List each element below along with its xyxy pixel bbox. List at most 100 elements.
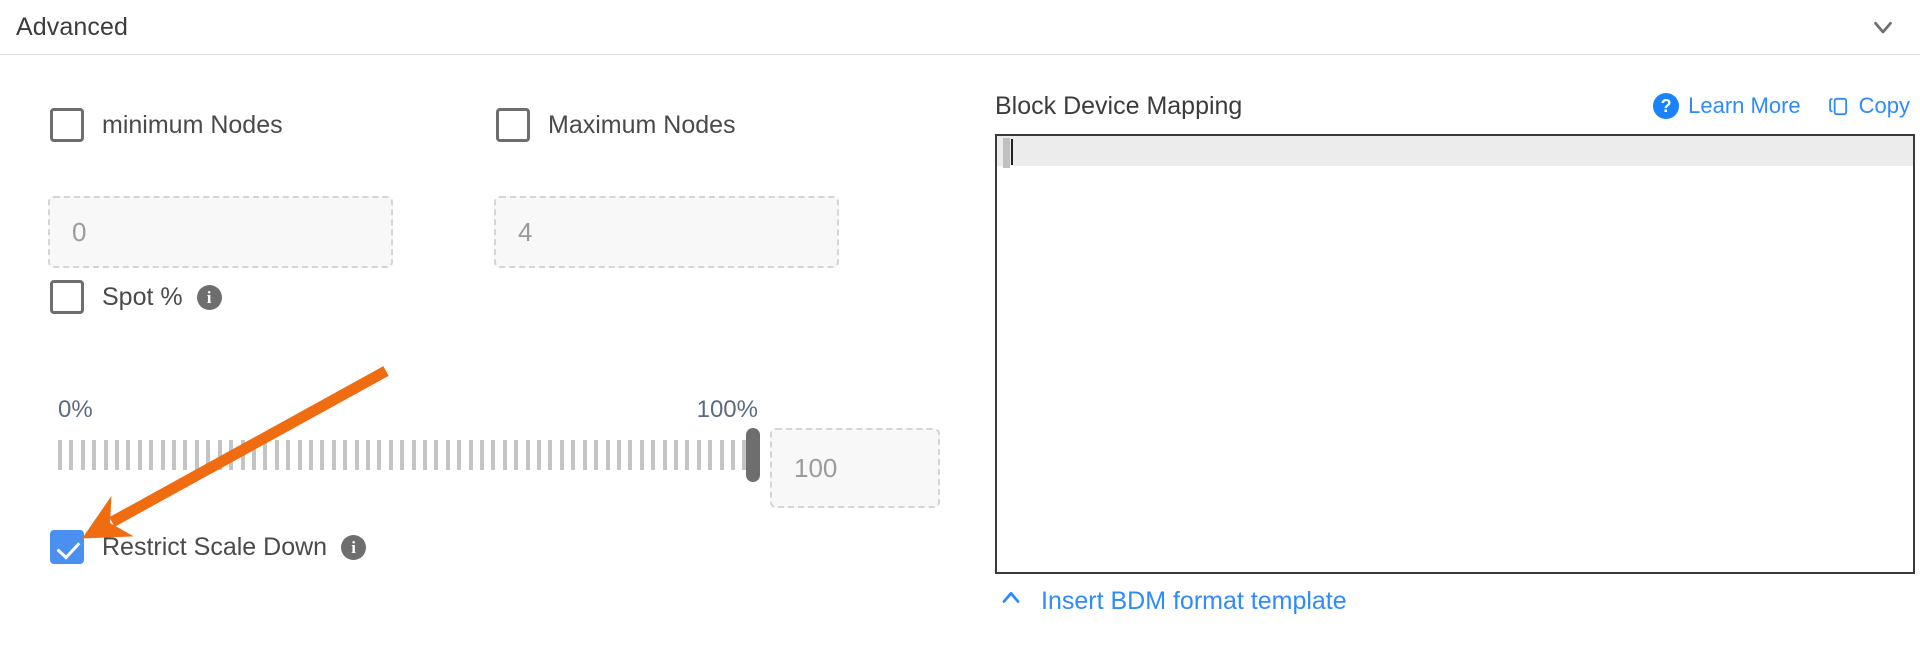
spot-percent-value-input[interactable]: 100 (770, 428, 940, 508)
slider-tick (434, 440, 439, 470)
slider-tick (115, 440, 120, 470)
slider-tick (673, 440, 678, 470)
minimum-nodes-label: minimum Nodes (102, 110, 283, 139)
slider-tick (103, 440, 108, 470)
slider-scale-labels: 0% 100% (58, 396, 758, 423)
slider-tick (708, 440, 713, 470)
learn-more-label: Learn More (1688, 93, 1801, 118)
maximum-nodes-row: Maximum Nodes (496, 108, 736, 142)
slider-tick (149, 440, 154, 470)
slider-tick (229, 440, 234, 470)
slider-tick (616, 440, 621, 470)
slider-tick (320, 440, 325, 470)
block-device-mapping-header: Block Device Mapping ? Learn More (995, 88, 1920, 124)
slider-tick (217, 440, 222, 470)
info-icon[interactable]: i (341, 534, 367, 560)
section-header: Advanced (0, 0, 1920, 55)
minimum-nodes-row: minimum Nodes (50, 108, 283, 142)
page-title: Advanced (16, 12, 128, 41)
slider-tick (137, 440, 142, 470)
restrict-scale-down-row: Restrict Scale Down i (50, 530, 367, 564)
slider-tick (206, 440, 211, 470)
editor-gutter-bar (1003, 138, 1010, 168)
help-question-icon: ? (1653, 93, 1680, 119)
spot-percent-slider-group: 0% 100% (58, 396, 760, 506)
right-column: Block Device Mapping ? Learn More (995, 56, 1920, 656)
slider-tick (445, 440, 450, 470)
block-device-mapping-actions: ? Learn More Copy (1653, 93, 1920, 119)
slider-tick (343, 440, 348, 470)
slider-tick (696, 440, 701, 470)
slider-max-label: 100% (696, 396, 758, 423)
insert-bdm-template-label: Insert BDM format template (1041, 587, 1347, 615)
slider-tick (742, 440, 747, 470)
maximum-nodes-checkbox[interactable] (496, 108, 530, 142)
slider-tick (468, 440, 473, 470)
maximum-nodes-input[interactable]: 4 (494, 196, 839, 268)
slider-tick (80, 440, 85, 470)
minimum-nodes-input[interactable]: 0 (48, 196, 393, 268)
editor-active-line (997, 136, 1913, 166)
slider-tick (423, 440, 427, 470)
copy-button[interactable]: Copy (1827, 93, 1910, 119)
slider-tick (502, 440, 507, 470)
slider-tick (308, 440, 313, 470)
maximum-nodes-label: Maximum Nodes (548, 110, 736, 139)
slider-thumb[interactable] (746, 428, 760, 482)
slider-tick (240, 440, 245, 470)
slider-tick (651, 440, 656, 470)
slider-tick (388, 440, 393, 470)
slider-tick (297, 440, 302, 470)
info-icon[interactable]: i (196, 284, 222, 310)
slider-tick (514, 440, 519, 470)
block-device-mapping-title: Block Device Mapping (995, 91, 1243, 120)
slider-tick (685, 440, 690, 470)
slider-tick (251, 440, 256, 470)
slider-tick (354, 440, 359, 470)
slider-tick (58, 440, 62, 470)
slider-tick (377, 440, 382, 470)
slider-tick (457, 440, 462, 470)
slider-tick (662, 440, 667, 470)
chevron-up-icon (997, 584, 1025, 619)
slider-tick (365, 440, 370, 470)
minimum-nodes-checkbox[interactable] (50, 108, 84, 142)
slider-tick (605, 440, 610, 470)
collapse-section-button[interactable] (1864, 8, 1902, 46)
slider-tick (480, 440, 485, 470)
left-column: minimum Nodes 0 Maximum Nodes 4 Spot % i… (0, 56, 985, 656)
slider-tick (172, 440, 177, 470)
slider-tick (594, 440, 599, 470)
editor-caret (1011, 139, 1013, 165)
slider-tick (274, 440, 279, 470)
slider-tick (286, 440, 291, 470)
slider-tick (69, 440, 74, 470)
slider-tick (525, 440, 530, 470)
slider-tick (194, 440, 199, 470)
insert-bdm-template-link[interactable]: Insert BDM format template (997, 584, 1347, 619)
block-device-mapping-editor[interactable] (995, 134, 1915, 574)
slider-tick (126, 440, 131, 470)
slider-tick (548, 440, 553, 470)
spot-percent-row: Spot % i (50, 280, 222, 314)
slider-tick (559, 440, 564, 470)
slider-tick (400, 440, 405, 470)
slider-tick (331, 440, 336, 470)
slider-tick (160, 440, 165, 470)
slider-tick (628, 440, 633, 470)
slider-tick (537, 440, 542, 470)
spot-percent-checkbox[interactable] (50, 280, 84, 314)
slider-tick (263, 440, 268, 470)
spot-percent-label: Spot % (102, 282, 183, 311)
slider-track[interactable] (58, 438, 758, 472)
restrict-scale-down-label: Restrict Scale Down (102, 532, 328, 561)
copy-icon (1827, 95, 1850, 118)
slider-tick (183, 440, 188, 470)
panel-body: minimum Nodes 0 Maximum Nodes 4 Spot % i… (0, 56, 1920, 656)
learn-more-link[interactable]: ? Learn More (1653, 93, 1801, 119)
slider-tick (411, 440, 416, 470)
restrict-scale-down-checkbox[interactable] (50, 530, 84, 564)
slider-tick (571, 440, 576, 470)
chevron-down-icon (1868, 12, 1898, 42)
